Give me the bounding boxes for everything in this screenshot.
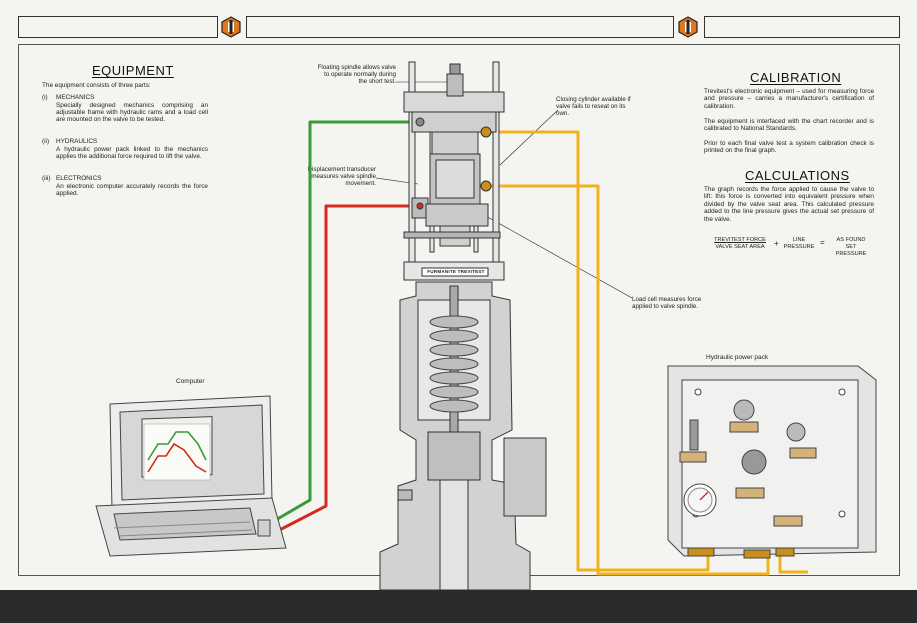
power-pack-label: Hydraulic power pack xyxy=(706,354,769,361)
valve-test-diagram xyxy=(95,61,877,590)
yellow-cable-upper xyxy=(486,130,710,572)
formula-denominator: VALVE SEAT AREA xyxy=(715,244,765,250)
equipment-item-num: (iii) xyxy=(42,175,51,182)
green-cable xyxy=(261,120,420,530)
equipment-intro: The equipment consists of three parts: xyxy=(42,82,151,89)
equipment-item-title: HYDRAULICS xyxy=(56,138,98,145)
formula-equals: = xyxy=(820,238,825,247)
furmanite-logo-icon xyxy=(221,16,241,38)
formula-term2: LINE xyxy=(792,237,806,243)
calibration-heading: CALIBRATION xyxy=(750,70,842,85)
equipment-item-title: MECHANICS xyxy=(56,94,95,101)
signal-cables xyxy=(261,120,808,576)
crosshead xyxy=(403,63,505,138)
nameplate xyxy=(403,261,505,281)
formula: TREVITEST FORCE VALVE SEAT AREA + LINE P… xyxy=(712,236,874,262)
calibration-paragraph: Trevitest's electronic equipment – used … xyxy=(704,88,874,110)
formula-plus: + xyxy=(774,239,779,248)
furmanite-logo-icon xyxy=(678,16,698,38)
callout-closing-cylinder: Closing cylinder available if valve fail… xyxy=(556,96,631,117)
valve-spring xyxy=(429,315,479,413)
power-pack-illustration xyxy=(667,365,877,559)
nameplate-label: FURMANITE TREVITEST xyxy=(427,269,485,274)
formula-result: PRESSURE xyxy=(835,251,867,257)
callout-floating-spindle: Floating spindle allows valve to operate… xyxy=(317,64,396,85)
equipment-item-text: Specially designed mechanics comprising … xyxy=(56,101,208,124)
equipment-item-title: ELECTRONICS xyxy=(56,175,102,182)
red-cable xyxy=(263,204,420,540)
formula-numerator: TREVITEST FORCE xyxy=(714,237,766,243)
equipment-item-num: (ii) xyxy=(42,138,50,145)
yellow-cable-lower xyxy=(490,184,770,576)
calibration-paragraph: The equipment is interfaced with the cha… xyxy=(704,118,874,133)
yellow-cable-pp xyxy=(778,556,808,574)
equipment-item-num: (i) xyxy=(42,94,48,101)
callout-load-cell: Load cell measures force applied to valv… xyxy=(632,296,702,310)
callout-leaders xyxy=(375,81,633,299)
calibration-paragraph: Prior to each final valve test a system … xyxy=(704,140,874,155)
calculations-paragraph: The graph records the force applied to c… xyxy=(704,186,874,223)
brochure-page: EQUIPMENT The equipment consists of thre… xyxy=(0,0,917,590)
formula-result: SET xyxy=(845,244,857,250)
calculations-heading: CALCULATIONS xyxy=(745,168,850,183)
equipment-heading: EQUIPMENT xyxy=(92,63,174,78)
safety-valve xyxy=(379,281,547,590)
header-bar-mid xyxy=(246,16,674,38)
equipment-item-text: An electronic computer accurately record… xyxy=(56,182,208,197)
callout-displacement-transducer: Displacement transducer measures valve s… xyxy=(307,166,376,187)
screen-graph xyxy=(143,423,211,481)
header-bar-right xyxy=(704,16,900,38)
computer-label: Computer xyxy=(176,378,205,385)
equipment-item-text: A hydraulic power pack linked to the mec… xyxy=(56,145,208,160)
header-bar-left xyxy=(18,16,218,38)
hydraulic-ram xyxy=(403,131,501,247)
formula-term2: PRESSURE xyxy=(783,244,815,250)
formula-result: AS FOUND xyxy=(836,237,866,243)
